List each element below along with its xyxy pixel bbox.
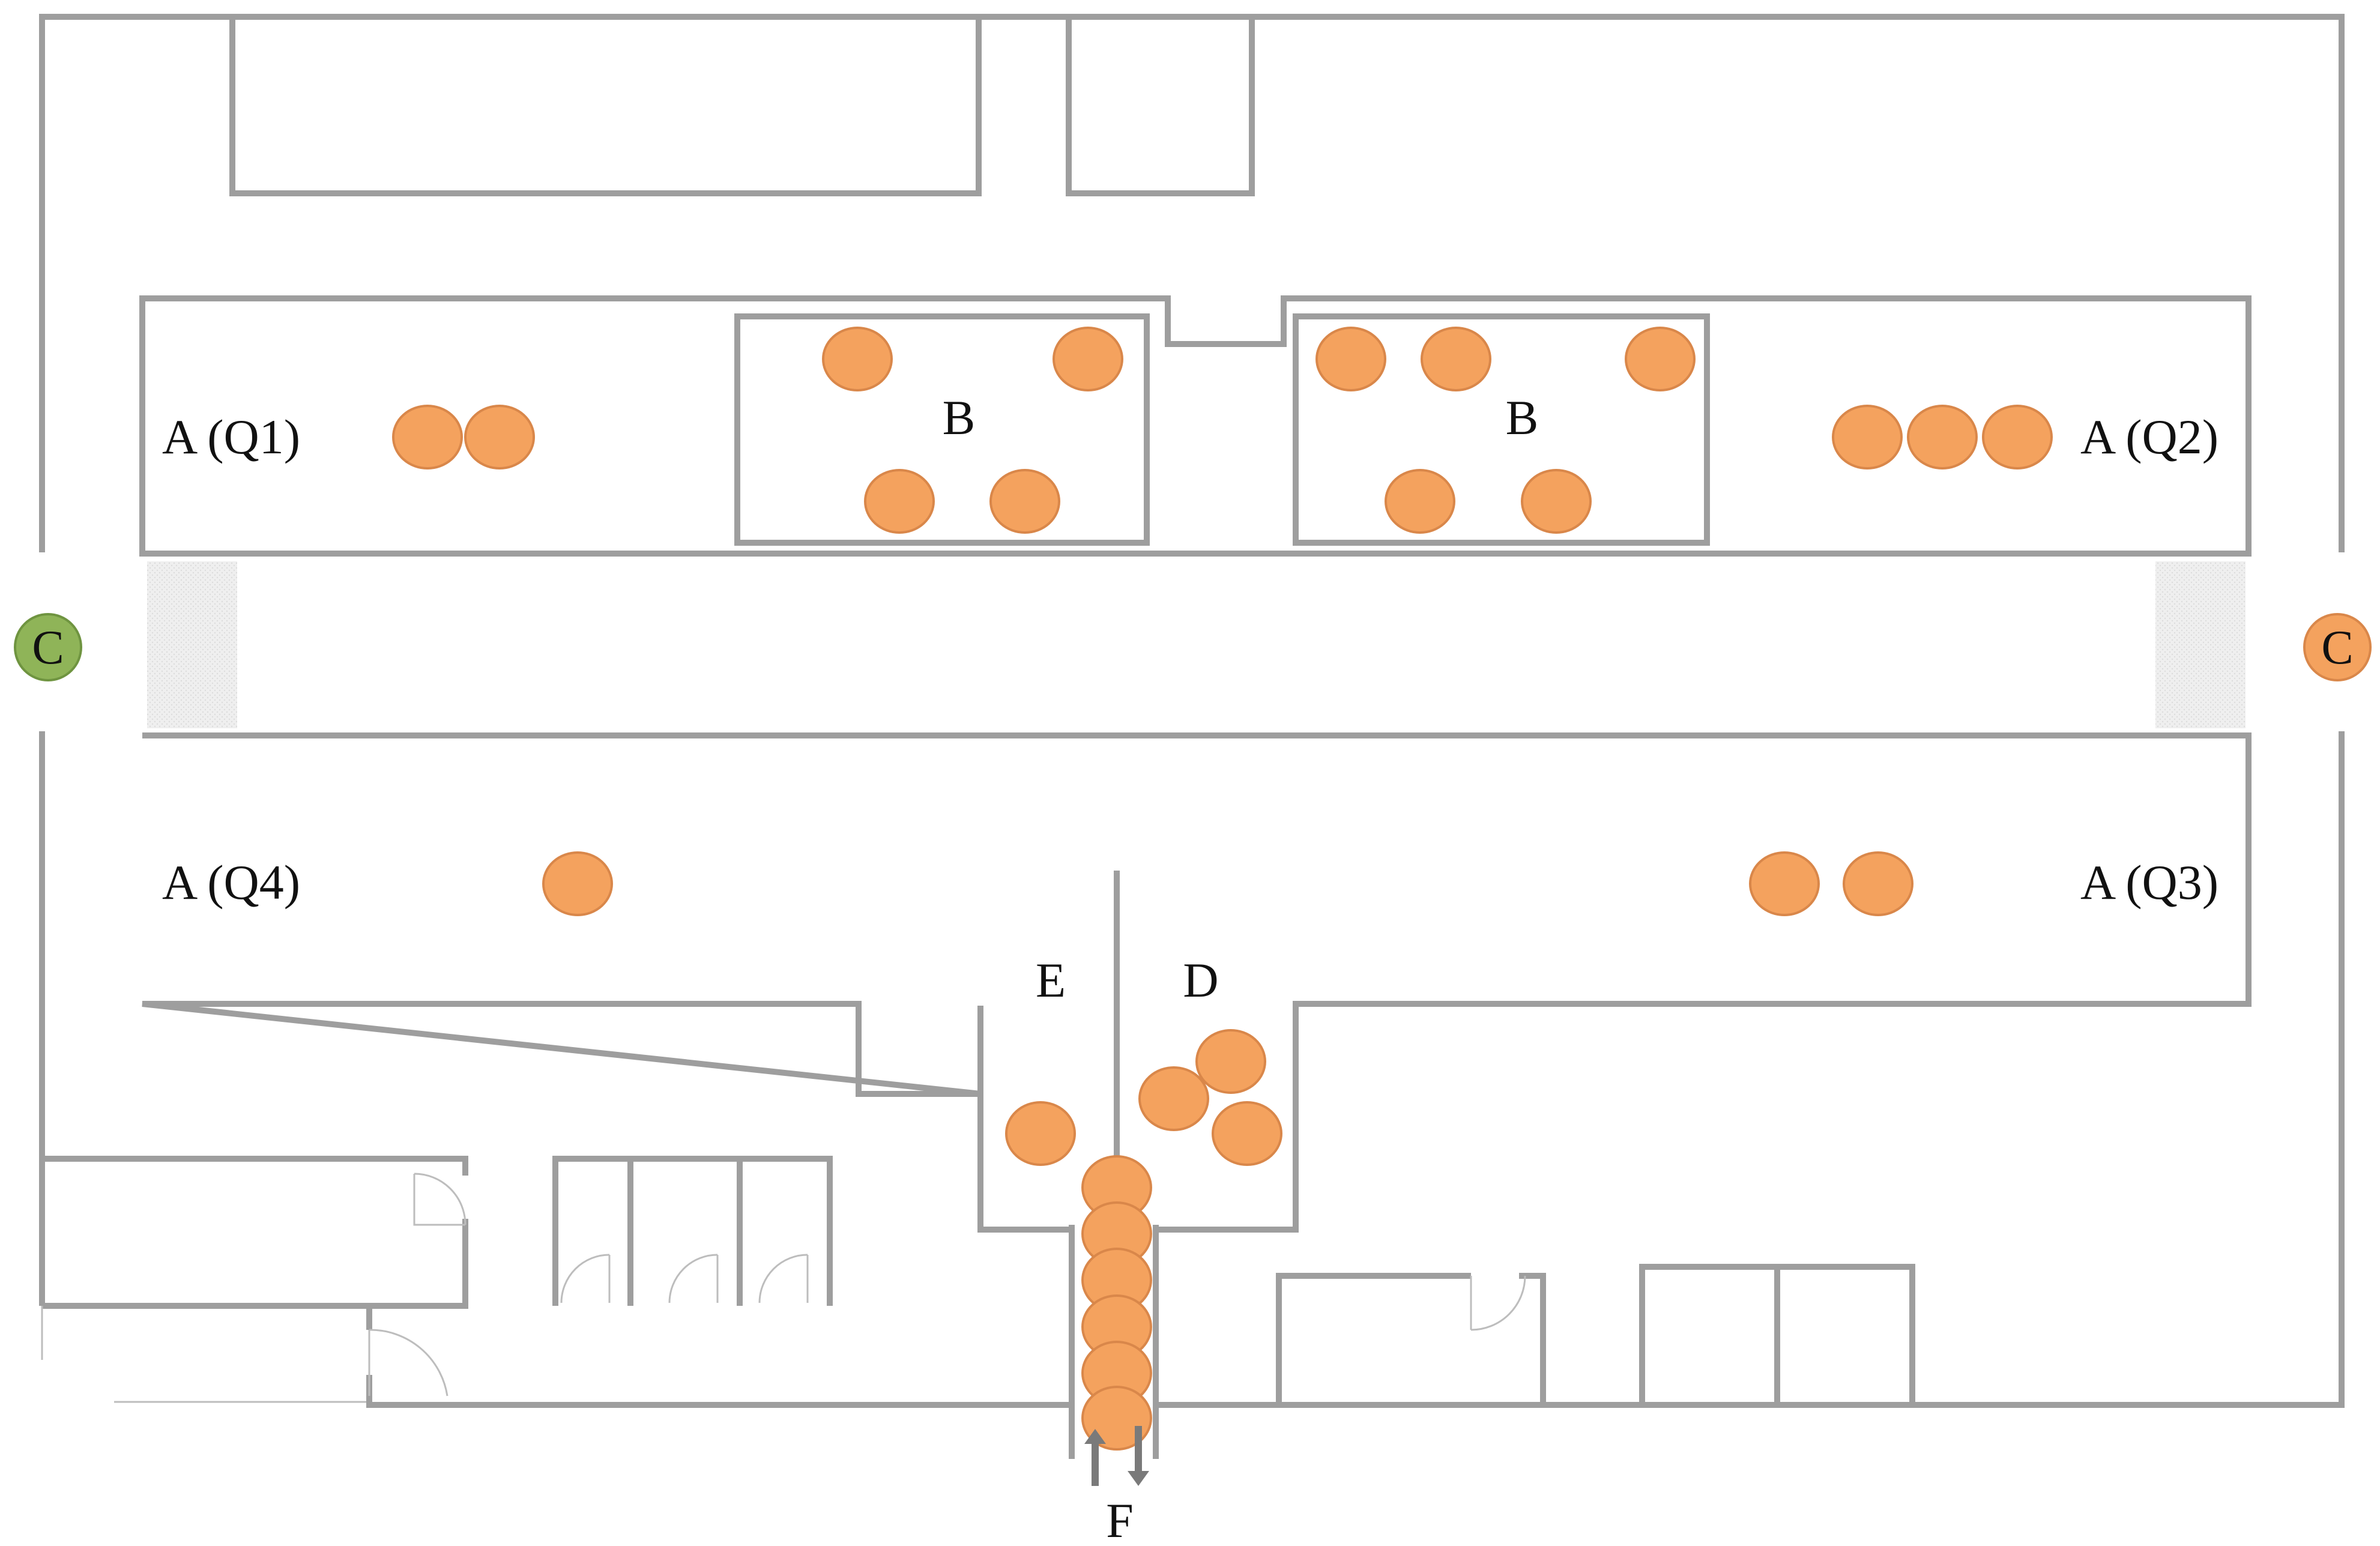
entry-label: C xyxy=(2321,621,2353,674)
person-marker-zone-q1 xyxy=(464,405,535,470)
person-marker-zone-q2 xyxy=(1907,405,1978,470)
zone-label-f: F xyxy=(1106,1493,1134,1546)
entry-c-right: C xyxy=(2303,613,2372,681)
door-swing-icon xyxy=(758,1254,809,1303)
passage-shade-right xyxy=(2155,561,2246,728)
arrow-down-icon xyxy=(1128,1426,1149,1486)
person-marker-zone-b-right xyxy=(1385,469,1455,534)
bottom-left-room xyxy=(42,1156,468,1309)
zone-label-b-right: B xyxy=(1506,390,1539,445)
person-marker-zone-b-right xyxy=(1421,327,1491,391)
zone-b-left-room xyxy=(734,313,1150,546)
bottom-left-outer-stub xyxy=(41,1306,366,1403)
person-marker-zone-b-right xyxy=(1521,469,1592,534)
person-marker-zone-q2 xyxy=(1982,405,2053,470)
top-room-left xyxy=(229,17,982,196)
entry-c-left: C xyxy=(14,613,82,681)
person-marker-zone-d xyxy=(1212,1101,1282,1166)
person-marker-zone-b-left xyxy=(864,469,935,534)
outer-wall xyxy=(39,14,2345,552)
top-room-right xyxy=(1066,17,1255,196)
person-marker-zone-d xyxy=(1195,1029,1266,1094)
zone-label-q1: A (Q1) xyxy=(162,409,300,464)
upper-zone-outline xyxy=(139,295,2252,557)
person-markers xyxy=(392,327,2053,1451)
person-marker-zone-b-left xyxy=(822,327,893,391)
zone-label-q2: A (Q2) xyxy=(2080,409,2218,464)
person-marker-zone-q1 xyxy=(392,405,463,470)
zone-label-q3: A (Q3) xyxy=(2080,855,2218,910)
entry-marker xyxy=(2303,613,2372,681)
stall-block xyxy=(552,1156,833,1306)
bottom-left-room-lower xyxy=(42,1303,372,1405)
person-marker-zone-b-left xyxy=(989,469,1060,534)
person-marker-zone-d xyxy=(1138,1066,1209,1131)
person-marker-zone-q3 xyxy=(1749,851,1820,916)
door-swing-icon xyxy=(560,1254,611,1303)
person-marker-zone-q4 xyxy=(542,851,613,916)
person-marker-queue-f xyxy=(1081,1386,1152,1451)
person-marker-zone-b-right xyxy=(1625,327,1696,391)
zone-b-right-room xyxy=(1293,313,1710,546)
door-swing-icon xyxy=(368,1329,449,1397)
zone-label-d: D xyxy=(1183,953,1218,1007)
person-marker-zone-q3 xyxy=(1843,851,1913,916)
person-marker-zone-q2 xyxy=(1832,405,1903,470)
person-marker-zone-e xyxy=(1005,1101,1076,1166)
zone-label-e: E xyxy=(1036,953,1066,1007)
person-marker-zone-b-right xyxy=(1315,327,1386,391)
entry-label: C xyxy=(32,621,64,674)
passage-shade-left xyxy=(147,561,237,728)
arrow-up-icon xyxy=(1084,1429,1106,1486)
zone-label-q4: A (Q4) xyxy=(162,855,300,910)
door-swing-icon xyxy=(668,1254,719,1303)
entry-marker xyxy=(14,613,82,681)
bottom-right-room-b xyxy=(1639,1264,1915,1405)
zone-label-b-left: B xyxy=(943,390,976,445)
outer-wall-lower-right xyxy=(1156,731,2345,1408)
person-marker-zone-b-left xyxy=(1053,327,1123,391)
door-swing-icon xyxy=(413,1173,467,1226)
door-swing-icon xyxy=(1470,1275,1526,1331)
bottom-right-room-a xyxy=(1276,1273,1546,1405)
